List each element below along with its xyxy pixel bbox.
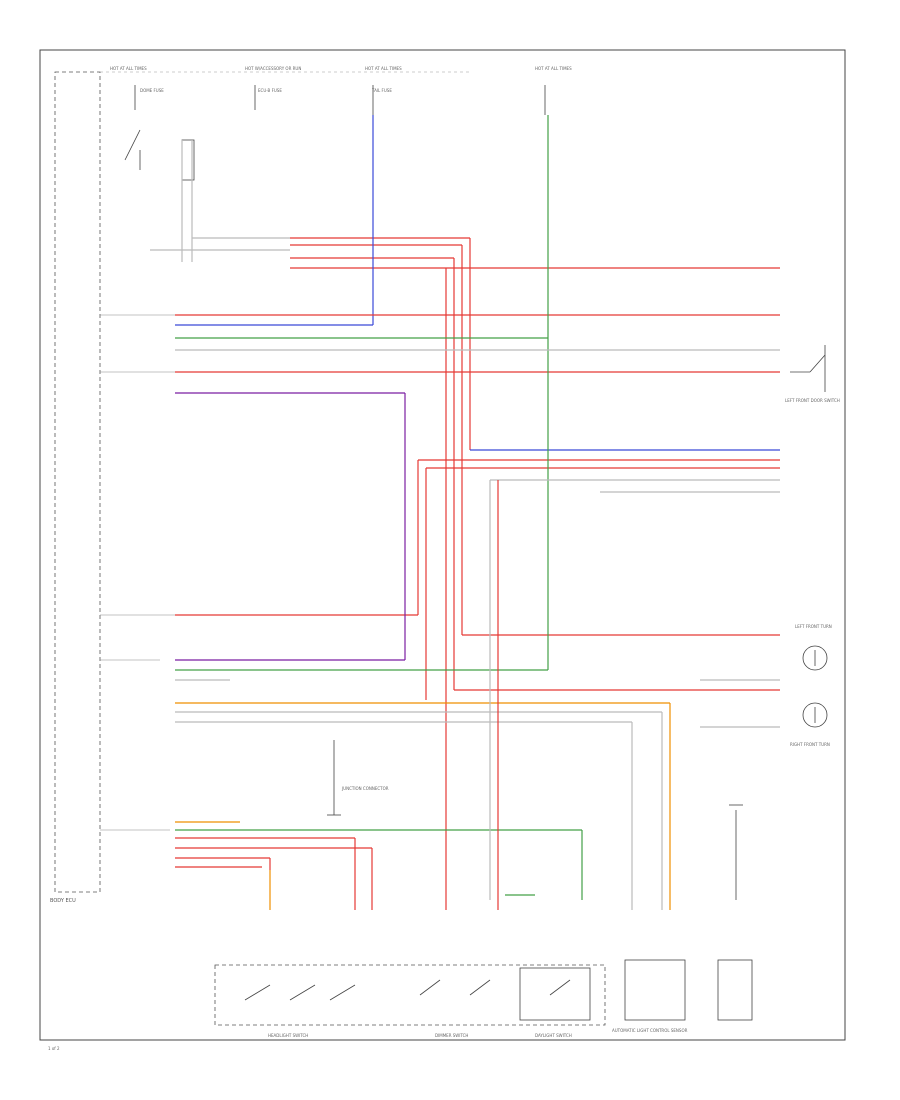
green-wire [175,115,583,900]
gray-feeds [150,140,290,262]
dimmer-switch [419,979,491,996]
label-dimmer-switch: DIMMER SWITCH [435,1033,468,1038]
page-id: 1 of 2 [48,1046,60,1051]
body-ecu-outline [54,71,101,893]
ground-left [327,740,341,816]
headlight-switch [244,984,356,1001]
label-headlight-switch: HEADLIGHT SWITCH [268,1033,308,1038]
right-front-turn-lamp [802,702,828,728]
label-daylight-switch: DAYLIGHT SWITCH [535,1033,572,1038]
red-harness-top [290,237,780,910]
ecu-pin-ticks [100,314,175,831]
label-tail-fuse: TAIL FUSE [371,88,392,93]
red-harness-bottom [175,480,499,910]
label-hot-at-all-times-2: HOT AT ALL TIMES [365,66,402,71]
top-power-labels: HOT AT ALL TIMES HOT W/ACCESSORY OR RUN … [100,66,572,93]
label-junction-connector: JUNCTION CONNECTOR [341,786,389,791]
switch-assembly-outline [214,964,606,1026]
blue-wire [175,115,780,451]
purple-wire [175,392,406,661]
door-key-switch [124,129,195,181]
auto-light-sensor [624,959,686,1021]
daylight-switch [519,967,591,1021]
label-right-front-turn: RIGHT FRONT TURN [790,742,830,747]
left-front-turn-lamp [802,645,828,671]
fuse-stubs [134,85,546,115]
junction-connector-right [717,959,753,1021]
label-left-front-turn: LEFT FRONT TURN [795,624,832,629]
label-hot-accessory: HOT W/ACCESSORY OR RUN [245,66,301,71]
label-left-front-door-switch: LEFT FRONT DOOR SWITCH [785,398,840,403]
label-auto-light-sensor: AUTOMATIC LIGHT CONTROL SENSOR [612,1028,688,1033]
orange-wires [175,702,671,910]
label-hot-at-all-times-1: HOT AT ALL TIMES [110,66,147,71]
label-dome-fuse: DOME FUSE [140,88,164,93]
body-ecu-label: BODY ECU [50,898,76,904]
label-ecu-fuse: ECU-B FUSE [258,88,282,93]
label-hot-at-all-times-3: HOT AT ALL TIMES [535,66,572,71]
red-harness-left [175,314,780,700]
gray-right [175,349,780,910]
ground-right [729,804,743,900]
left-front-door-switch [790,345,826,392]
diagram-frame [39,49,846,1041]
